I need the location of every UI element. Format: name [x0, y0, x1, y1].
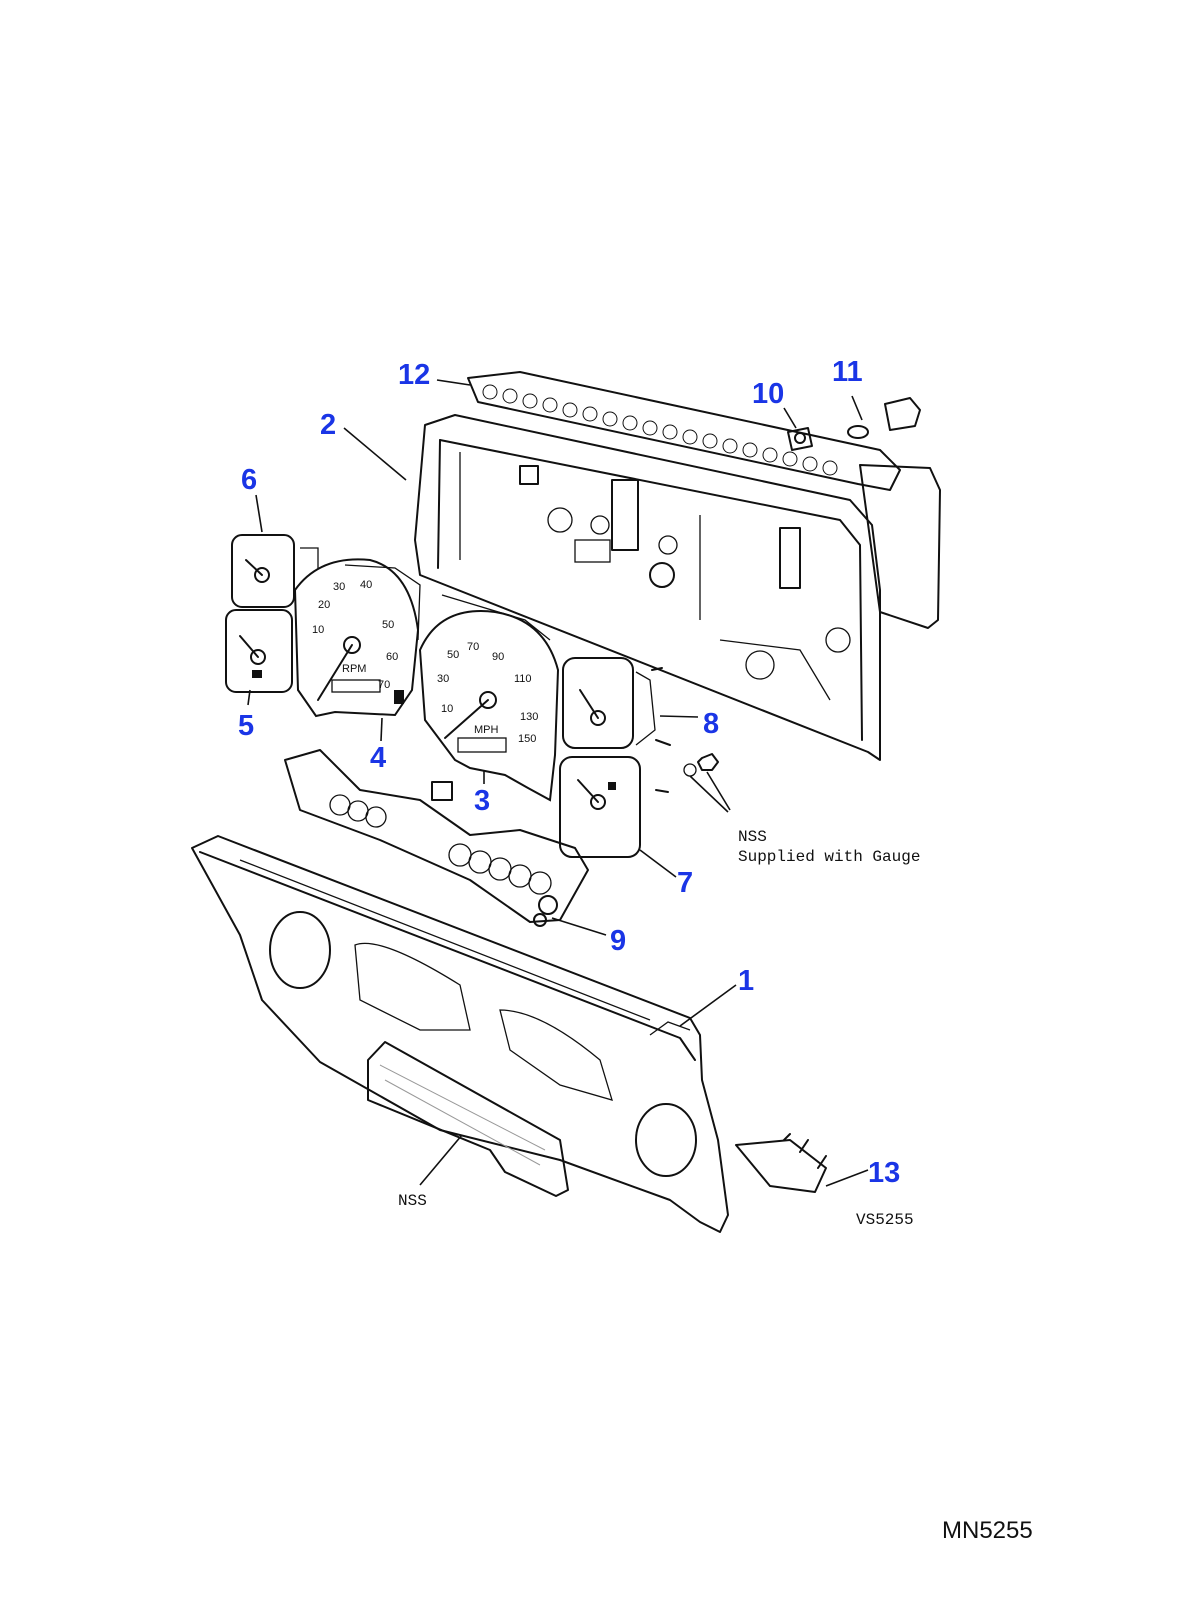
nut-and-washer: [683, 753, 731, 813]
tach-scale-30: 30: [333, 581, 345, 593]
nss-lens-note: NSS: [398, 1192, 427, 1210]
switch-odometer-assembly: [284, 749, 589, 927]
speedo-scale-90: 90: [492, 651, 504, 663]
speedo-scale-150: 150: [518, 733, 536, 745]
gauge-7-small-lower: [559, 756, 669, 858]
speedo-scale-50: 50: [447, 649, 459, 661]
tach-label: RPM: [342, 663, 366, 675]
nss-gauge-note-line1: NSS: [738, 828, 767, 846]
front-bezel: [191, 835, 729, 1233]
tach-scale-70: 70: [378, 679, 390, 691]
tachometer-gauge: 10 20 30 40 50 60 70 RPM: [293, 558, 421, 718]
speedometer-gauge: 10 30 50 70 90 110 130 150 MPH: [418, 594, 560, 802]
bulb-holder-10: [787, 427, 813, 451]
callout-11: 11: [832, 356, 863, 388]
gauge-5-small-lower: [225, 609, 293, 693]
callout-1: 1: [738, 965, 754, 997]
callout-7: 7: [677, 867, 693, 899]
speedo-scale-10: 10: [441, 703, 453, 715]
annotations: NSS Supplied with Gauge NSS VS5255 MN525…: [398, 828, 1033, 1544]
callout-9: 9: [610, 925, 626, 957]
leader-lines: [247, 379, 869, 1187]
callout-3: 3: [474, 785, 490, 817]
display-lens: [367, 1041, 569, 1197]
callout-6: 6: [241, 464, 257, 496]
bulb-holder-11: [847, 397, 921, 439]
speedo-label: MPH: [474, 724, 499, 736]
drawing-code: VS5255: [856, 1211, 914, 1229]
callout-8: 8: [703, 708, 719, 740]
callout-2: 2: [320, 409, 336, 441]
tach-scale-60: 60: [386, 651, 398, 663]
speedo-scale-130: 130: [520, 711, 538, 723]
speedo-scale-30: 30: [437, 673, 449, 685]
speedo-scale-110: 110: [514, 673, 532, 685]
tach-scale-10: 10: [312, 624, 324, 636]
rear-housing: [414, 414, 941, 761]
callout-10: 10: [752, 378, 784, 410]
callout-4: 4: [370, 742, 386, 774]
tach-scale-40: 40: [360, 579, 372, 591]
callout-12: 12: [398, 359, 430, 391]
gauge-8-small-upper: [562, 657, 671, 749]
tach-scale-50: 50: [382, 619, 394, 631]
trim-cap: [735, 1133, 827, 1193]
tach-scale-20: 20: [318, 599, 330, 611]
speedo-scale-70: 70: [467, 641, 479, 653]
nss-gauge-note-line2: Supplied with Gauge: [738, 848, 920, 866]
callout-5: 5: [238, 710, 254, 742]
callout-numbers: 1 2 3 4 5 6 7 8 9 10 11 12 13: [238, 356, 900, 1189]
reference-code: MN5255: [942, 1517, 1033, 1544]
printed-circuit-strip: [467, 371, 901, 491]
callout-13: 13: [868, 1157, 900, 1189]
